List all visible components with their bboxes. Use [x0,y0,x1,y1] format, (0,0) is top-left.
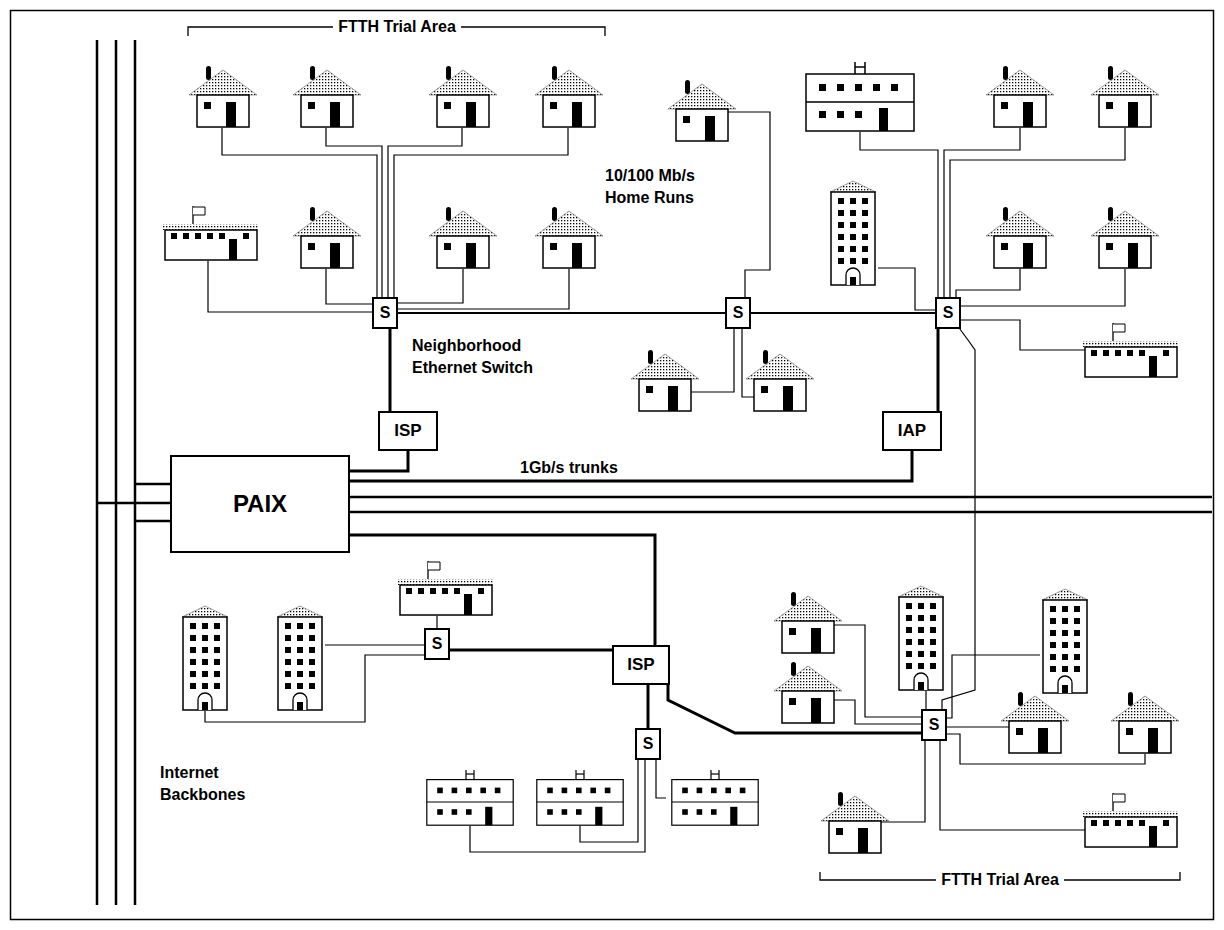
house-icon [293,66,361,127]
house-icon [293,207,361,268]
house-icon [986,66,1054,127]
house-icon [821,792,889,853]
trunk-connector [937,329,940,411]
trunk-connector [350,535,655,645]
factory-icon [537,770,623,825]
backbone-line [134,40,137,905]
factory-icon [672,770,758,825]
node-text: ISP [394,422,421,441]
trunk-connector [450,649,612,652]
ethernet-switch: S [372,297,398,329]
home-run-wire [834,700,921,724]
home-run-wire [961,320,1085,350]
node-text: S [643,735,654,753]
house-icon [1091,207,1159,268]
trunk-connector [942,329,975,709]
isp-box: ISP [612,645,670,685]
area-label: FTTH Trial Area [936,869,1064,891]
ethernet-switch: S [921,709,947,741]
home-run-wire [742,326,754,397]
node-text: S [943,304,954,322]
exchange-box: PAIX [170,455,350,553]
node-text: S [380,304,391,322]
trunk-connector [389,329,392,411]
home-run-wire [691,326,734,392]
backbone-stub [135,483,172,486]
school-icon [398,561,494,615]
tower-icon [182,606,228,710]
house-icon [429,207,497,268]
trunk-line [350,496,1212,499]
house-icon [986,207,1054,268]
school-icon [163,206,259,260]
switch-label: Neighborhood Ethernet Switch [412,335,552,378]
home-run-wire [394,128,568,300]
home-run-wire [956,269,1020,300]
home-run-wire [222,128,377,300]
node-text: IAP [898,422,926,441]
link-speed-label: 10/100 Mb/s Home Runs [605,165,720,208]
house-icon [535,66,603,127]
home-run-wire [881,738,925,822]
ethernet-switch: S [424,628,450,660]
node-text: S [733,304,744,322]
home-run-wire [728,112,770,300]
tower-icon [277,606,323,710]
backbone-stub [135,520,172,523]
house-icon [1091,66,1159,127]
house-icon [746,350,814,411]
house-icon [774,662,842,723]
house-icon [429,66,497,127]
tower-icon [1042,589,1088,693]
trunk-label: 1Gb/s trunks [520,457,618,479]
backbone-stub [97,502,172,505]
house-icon [631,350,699,411]
home-run-wire [947,726,1009,727]
home-run-wire [325,644,424,645]
trunk-connector [647,685,650,728]
home-run-wire [950,128,1125,300]
house-icon [189,66,257,127]
home-run-wire [944,128,1020,300]
house-icon [668,80,736,141]
house-icon [774,592,842,653]
area-label: FTTH Trial Area [333,16,461,38]
school-icon [1083,793,1179,847]
home-run-wire [878,268,935,310]
trunk-connector [398,312,725,314]
isp-box: ISP [378,411,438,451]
trunk-connector [668,685,921,733]
backbone-line [96,40,99,905]
home-run-wire [398,269,463,303]
home-run-wire [326,269,373,304]
backbone-line [115,40,118,905]
ethernet-switch: S [635,728,661,760]
factory-icon [427,770,513,825]
iap-box: IAP [882,411,942,451]
ethernet-switch: S [935,297,961,329]
house-icon [1001,692,1069,753]
tower-icon [830,181,876,285]
home-run-wire [656,757,666,798]
trunk-connector [350,451,912,481]
node-text: PAIX [233,491,287,517]
node-text: ISP [627,656,654,675]
home-run-wire [326,128,382,300]
house-icon [535,207,603,268]
tower-icon [898,586,944,690]
node-text: S [432,635,443,653]
home-run-wire [961,269,1125,306]
trunk-connector [751,312,935,314]
backbone-label: Internet Backbones [160,762,270,805]
picture-frame [11,11,1214,920]
ethernet-switch: S [725,297,751,329]
trunk-connector [350,451,408,471]
trunk-line [350,511,1212,514]
school-icon [1083,323,1179,377]
node-text: S [929,716,940,734]
factory-icon [806,62,914,131]
house-icon [1111,692,1179,753]
home-run-wire [398,269,569,309]
